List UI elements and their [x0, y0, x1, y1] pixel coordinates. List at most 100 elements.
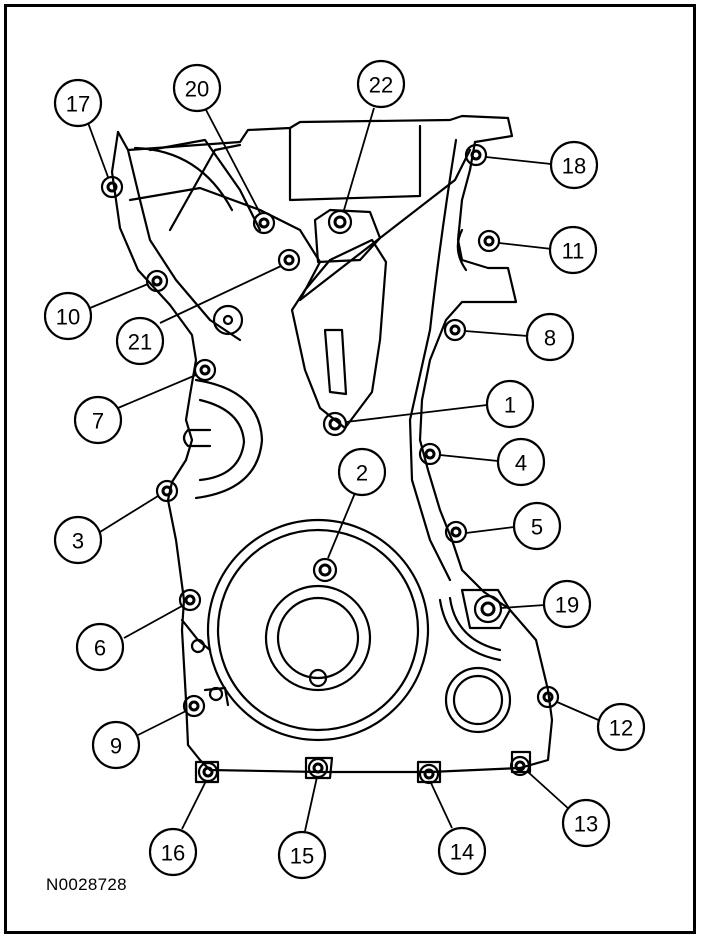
callout-label: 12	[609, 716, 633, 741]
tensioner-arc	[438, 598, 502, 662]
tensioner-body	[460, 588, 512, 630]
bolt-4	[418, 442, 442, 466]
right-port-outer	[444, 666, 512, 734]
leader-19	[500, 604, 546, 609]
crank-seal-outer	[264, 584, 372, 692]
left-slot	[182, 428, 212, 448]
callout-label: 2	[356, 461, 368, 486]
callout-19: 19	[542, 579, 592, 629]
callout-9: 9	[91, 720, 141, 770]
bolt-2	[312, 557, 338, 583]
callout-label: 19	[555, 593, 579, 618]
callout-label: 14	[450, 840, 474, 865]
callout-16: 16	[148, 827, 198, 877]
callout-2: 2	[337, 447, 387, 497]
leader-4	[439, 454, 499, 462]
inner-rib-cross	[128, 186, 322, 302]
leader-11	[498, 242, 553, 250]
callout-label: 4	[515, 451, 527, 476]
leader-8	[464, 330, 529, 337]
center-web-slot	[323, 328, 348, 396]
leader-2	[327, 492, 356, 559]
callout-14: 14	[437, 826, 487, 876]
callout-label: 11	[562, 239, 585, 264]
callout-label: 21	[128, 330, 152, 355]
callout-10: 10	[43, 291, 93, 341]
callout-label: 18	[562, 154, 586, 179]
callout-label: 3	[72, 529, 84, 554]
leader-21	[159, 265, 282, 324]
callout-13: 13	[561, 798, 611, 848]
right-inner-edge2	[456, 228, 468, 272]
leader-1	[345, 404, 488, 423]
figure-code: N0028728	[46, 875, 127, 894]
crank-key	[308, 668, 328, 688]
bolt-6	[178, 588, 202, 612]
callout-4: 4	[496, 437, 546, 487]
leader-17	[86, 119, 109, 178]
bolt-15	[307, 757, 329, 779]
bolt-10	[145, 269, 169, 293]
callout-6: 6	[75, 622, 125, 672]
leader-3	[99, 495, 159, 533]
callout-label: 17	[66, 92, 90, 117]
left-lobe	[194, 378, 264, 500]
callout-label: 8	[544, 326, 556, 351]
leader-18	[485, 156, 552, 165]
cover-bottom-edge	[198, 608, 554, 774]
callout-15: 15	[277, 830, 327, 880]
bolt-12	[536, 685, 560, 709]
leader-20	[204, 107, 261, 214]
inner-rib-upper	[148, 138, 262, 232]
right-inner-edge	[408, 138, 458, 582]
tensioner-arc2	[448, 596, 502, 652]
tab-14	[416, 760, 442, 784]
callout-17: 17	[53, 78, 103, 128]
leader-5	[465, 526, 515, 534]
callout-label: 10	[56, 305, 80, 330]
leader-22	[343, 107, 375, 211]
leader-9	[137, 710, 187, 736]
bolt-22	[327, 209, 353, 235]
callout-3: 3	[53, 515, 103, 565]
leader-15	[304, 776, 318, 832]
bolt-3	[155, 479, 179, 503]
cover-left-edge	[110, 130, 202, 762]
callout-label: 13	[574, 812, 598, 837]
bolt-18	[464, 143, 488, 167]
callout-label: 22	[369, 73, 393, 98]
small-hole	[212, 304, 244, 336]
callout-18: 18	[549, 140, 599, 190]
callout-12: 12	[596, 702, 646, 752]
crank-pulley-outer	[206, 518, 430, 742]
bolt-19	[473, 594, 503, 624]
callout-label: 6	[94, 636, 106, 661]
bolt-13	[509, 755, 531, 777]
bolt-5	[444, 520, 468, 544]
bolt-7	[193, 358, 217, 382]
center-web	[290, 238, 388, 430]
figure-frame	[4, 4, 696, 934]
bolt-17	[100, 175, 124, 199]
callout-5: 5	[512, 501, 562, 551]
leader-6	[123, 605, 183, 639]
bolt-20	[252, 211, 276, 235]
inner-arc-top	[133, 146, 234, 212]
leader-10	[89, 283, 149, 309]
tab-16	[194, 760, 220, 784]
callout-label: 16	[161, 841, 185, 866]
leader-14	[430, 782, 453, 829]
callout-label: 7	[92, 409, 104, 434]
bolt-21	[277, 248, 301, 272]
left-lobe-inner	[198, 398, 246, 482]
callout-8: 8	[525, 312, 575, 362]
callout-label: 9	[110, 734, 122, 759]
callout-7: 7	[73, 395, 123, 445]
callout-21: 21	[115, 316, 165, 366]
callout-1: 1	[485, 379, 535, 429]
lower-left-lug	[180, 618, 212, 652]
leader-7	[117, 374, 197, 409]
callout-label: 1	[504, 393, 516, 418]
callout-20: 20	[172, 63, 222, 113]
leader-12	[556, 701, 604, 723]
